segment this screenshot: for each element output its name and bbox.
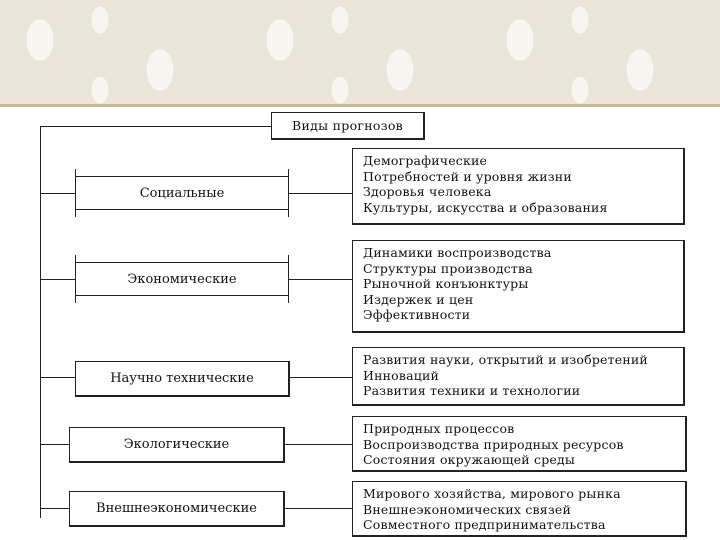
link-line-ecology xyxy=(285,444,352,445)
list-item: Мирового хозяйства, мирового рынка xyxy=(363,486,621,501)
list-item: Культуры, искусства и образования xyxy=(363,199,608,215)
link-line-scitech xyxy=(290,377,352,378)
branch-line-scitech xyxy=(40,377,75,378)
detail-box-ecology: Природных процессов Воспроизводства прир… xyxy=(352,416,687,472)
list-item: Природных процессов xyxy=(363,421,515,436)
category-label: Экономические xyxy=(127,271,237,287)
branch-line-economic xyxy=(40,279,75,280)
category-box-economic: Экономические xyxy=(75,255,289,303)
category-label: Социальные xyxy=(139,185,225,201)
list-item: Внешнеэкономических связей xyxy=(363,501,572,517)
category-box-scitech: Научно технические xyxy=(75,361,290,397)
link-line-social xyxy=(289,193,352,194)
diagram-title-box: Виды прогнозов xyxy=(271,112,425,140)
list-item: Издержек и цен xyxy=(363,291,474,307)
list-item: Демографические xyxy=(363,153,488,168)
list-item: Рыночной конъюнктуры xyxy=(363,276,529,291)
list-item: Инноваций xyxy=(363,367,440,383)
category-label: Внешнеэкономические xyxy=(96,501,257,516)
list-item: Развития техники и технологии xyxy=(363,383,581,398)
detail-box-economic: Динамики воспроизводства Структуры произ… xyxy=(352,240,685,333)
damask-header-banner xyxy=(0,0,720,104)
link-line-foreign xyxy=(285,508,352,509)
list-item: Развития науки, открытий и изобретений xyxy=(363,352,648,367)
list-item: Динамики воспроизводства xyxy=(363,245,552,260)
branch-line-social xyxy=(40,193,75,194)
title-connector-line xyxy=(40,126,271,127)
list-item: Совместного предпринимательства xyxy=(363,517,606,532)
list-item: Структуры производства xyxy=(363,260,533,276)
list-item: Воспроизводства природных ресурсов xyxy=(363,436,624,452)
link-line-economic xyxy=(289,279,352,280)
branch-line-ecology xyxy=(40,444,69,445)
list-item: Состояния окружающей среды xyxy=(363,452,576,467)
detail-box-foreign: Мирового хозяйства, мирового рынка Внешн… xyxy=(352,481,687,537)
detail-box-social: Демографические Потребностей и уровня жи… xyxy=(352,148,685,225)
category-label: Научно технические xyxy=(110,371,254,386)
category-label: Экологические xyxy=(123,437,230,452)
detail-box-scitech: Развития науки, открытий и изобретений И… xyxy=(352,347,685,406)
category-box-ecology: Экологические xyxy=(69,427,285,463)
diagram-title: Виды прогнозов xyxy=(292,118,403,133)
main-trunk-line xyxy=(40,126,41,518)
category-box-social: Социальные xyxy=(75,169,289,217)
list-item: Эффективности xyxy=(363,307,471,322)
list-item: Здоровья человека xyxy=(363,184,492,199)
list-item: Потребностей и уровня жизни xyxy=(363,168,572,184)
branch-line-foreign xyxy=(40,508,69,509)
category-box-foreign: Внешнеэкономические xyxy=(69,491,285,527)
header-divider xyxy=(0,104,720,107)
